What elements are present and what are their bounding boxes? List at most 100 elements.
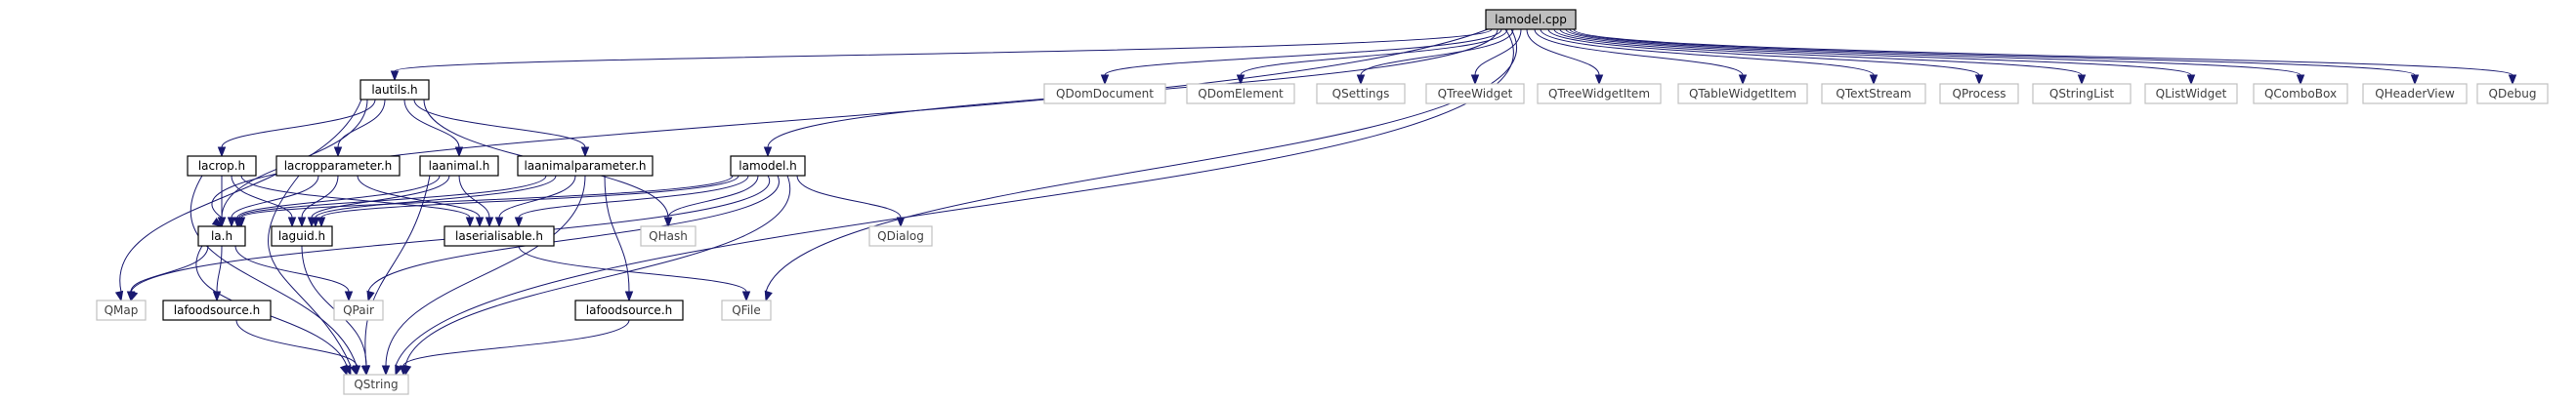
arrowhead — [624, 291, 634, 302]
node-qdialog: QDialog — [868, 225, 933, 247]
node-lamodel-cpp[interactable]: lamodel.cpp — [1485, 9, 1577, 30]
arrowhead — [211, 218, 224, 227]
node-label: QDomDocument — [1056, 87, 1154, 100]
node-lamodel-h[interactable]: lamodel.h — [730, 155, 806, 177]
node-label: la.h — [211, 229, 232, 243]
arrowhead — [1236, 74, 1246, 86]
node-laanimalparameter-h[interactable]: laanimalparameter.h — [517, 155, 654, 177]
arrowhead — [663, 217, 673, 228]
arrowhead — [1738, 74, 1748, 86]
edge-lamodel-cpp-to-qlistwidget — [1559, 28, 2196, 86]
node-label: QPair — [343, 303, 374, 317]
edge-lacropparameter-h-to-laserialisable-h — [357, 175, 485, 228]
node-qtablewidgetitem: QTableWidgetItem — [1677, 83, 1808, 104]
arrowhead — [114, 290, 124, 302]
edge-lamodel-h-to-laserialisable-h — [514, 175, 749, 228]
node-qtreewidget: QTreeWidget — [1425, 83, 1525, 104]
node-qhash: QHash — [640, 225, 697, 247]
arrowhead — [896, 217, 906, 228]
node-label: QDebug — [2489, 87, 2537, 100]
node-qsettings: QSettings — [1316, 83, 1406, 104]
edge-lamodel-cpp-to-qstringlist — [1553, 28, 2087, 86]
node-laguid-h[interactable]: laguid.h — [271, 225, 333, 247]
node-label: QProcess — [1953, 87, 2006, 100]
edge-lacropparameter-h-to-la-h — [227, 175, 319, 228]
edge-lamodel-cpp-to-qtreewidgetitem — [1526, 28, 1604, 86]
node-qlistwidget: QListWidget — [2144, 83, 2238, 104]
arrowhead — [741, 291, 751, 302]
edge-la-h-to-qpair — [234, 245, 354, 302]
edge-lacrop-h-to-la-h — [217, 175, 227, 228]
edge-lamodel-cpp-to-qtreewidget — [1470, 28, 1522, 86]
edge-lamodel-cpp-to-qheaderview — [1569, 28, 2420, 86]
node-qcombobox: QComboBox — [2253, 83, 2348, 104]
edge-lacrop-h-to-laguid-h — [231, 175, 297, 228]
edge-lamodel-cpp-to-lautils-h — [390, 28, 1493, 82]
edge-lamodel-cpp-to-qcombobox — [1565, 28, 2305, 86]
edge-lautils-h-to-laanimal-h — [403, 99, 464, 158]
node-qmap: QMap — [96, 300, 147, 321]
node-label: QStringList — [2049, 87, 2115, 100]
edge-lamodel-cpp-to-qtextstream — [1540, 28, 1879, 86]
node-qdomelement: QDomElement — [1186, 83, 1295, 104]
arrowhead — [227, 217, 236, 228]
arrowhead — [1974, 74, 1984, 86]
edge-lamodel-cpp-to-qstring — [395, 28, 1514, 377]
dependency-edges — [114, 28, 2517, 377]
arrowhead — [1356, 74, 1366, 86]
node-qtreewidgetitem: QTreeWidgetItem — [1537, 83, 1662, 104]
arrowhead — [2077, 74, 2087, 86]
arrowhead — [333, 146, 343, 158]
node-laserialisable-h[interactable]: laserialisable.h — [443, 225, 555, 247]
node-la-h[interactable]: la.h — [197, 225, 246, 247]
node-lacrop-h[interactable]: lacrop.h — [187, 155, 257, 177]
arrowhead — [485, 217, 494, 228]
dependency-nodes: lamodel.cpp lautils.h QDomDocument QDomElem… — [96, 9, 2549, 395]
node-label: QTableWidgetItem — [1689, 87, 1796, 100]
node-label: lautils.h — [371, 83, 417, 97]
edge-lamodel-h-to-qhash — [663, 175, 759, 228]
node-qstring: QString — [343, 374, 409, 395]
node-qprocess: QProcess — [1939, 83, 2019, 104]
arrowhead — [126, 291, 136, 302]
edge-lautils-h-to-lacrop-h — [217, 99, 376, 158]
arrowhead — [317, 217, 326, 228]
node-label: laguid.h — [278, 229, 325, 243]
node-label: QTextStream — [1836, 87, 1911, 100]
edge-lautils-h-to-laanimalparameter-h — [413, 99, 590, 158]
arrowhead — [339, 364, 348, 377]
node-label: QDialog — [877, 229, 924, 243]
edge-lamodel-cpp-to-qdomelement — [1236, 28, 1508, 86]
node-lautils-h[interactable]: lautils.h — [359, 79, 430, 100]
edge-lamodel-h-to-qdialog — [796, 175, 906, 228]
node-label: QComboBox — [2264, 87, 2337, 100]
edge-lacropparameter-h-to-laguid-h — [297, 175, 339, 228]
arrowhead — [2410, 74, 2420, 86]
edge-lamodel-cpp-to-qfile — [764, 28, 1517, 302]
edge-lamodel-h-to-qstring — [402, 175, 791, 377]
node-label: QHash — [649, 229, 688, 243]
node-label: laserialisable.h — [455, 229, 543, 243]
arrowhead — [399, 365, 408, 377]
edge-lautils-h-to-qmap — [114, 99, 362, 302]
node-laanimal-h[interactable]: laanimal.h — [419, 155, 499, 177]
arrowhead — [390, 70, 400, 82]
edge-lautils-h-to-lacropparameter-h — [333, 99, 386, 158]
node-lafoodsource-h-2[interactable]: lafoodsource.h — [574, 300, 684, 321]
node-label: QString — [354, 378, 398, 391]
node-qdomdocument: QDomDocument — [1043, 83, 1166, 104]
node-qheaderview: QHeaderView — [2362, 83, 2468, 104]
edge-laanimalparameter-h-to-laguid-h — [311, 175, 557, 228]
edge-lafoodsource-h-2-to-qstring — [399, 319, 630, 377]
arrowhead — [454, 146, 464, 158]
edge-lamodel-cpp-to-qdomdocument — [1100, 28, 1502, 86]
node-lafoodsource-h-1[interactable]: lafoodsource.h — [162, 300, 272, 321]
edge-lamodel-h-to-la-h — [236, 175, 734, 228]
node-label: lacrop.h — [198, 159, 245, 173]
node-lacropparameter-h[interactable]: lacropparameter.h — [275, 155, 401, 177]
edge-laanimalparameter-h-to-qstring — [381, 175, 586, 377]
node-qstringlist: QStringList — [2032, 83, 2132, 104]
node-label: QHeaderView — [2375, 87, 2455, 100]
edge-lafoodsource-h-1-to-qstring — [235, 319, 361, 377]
